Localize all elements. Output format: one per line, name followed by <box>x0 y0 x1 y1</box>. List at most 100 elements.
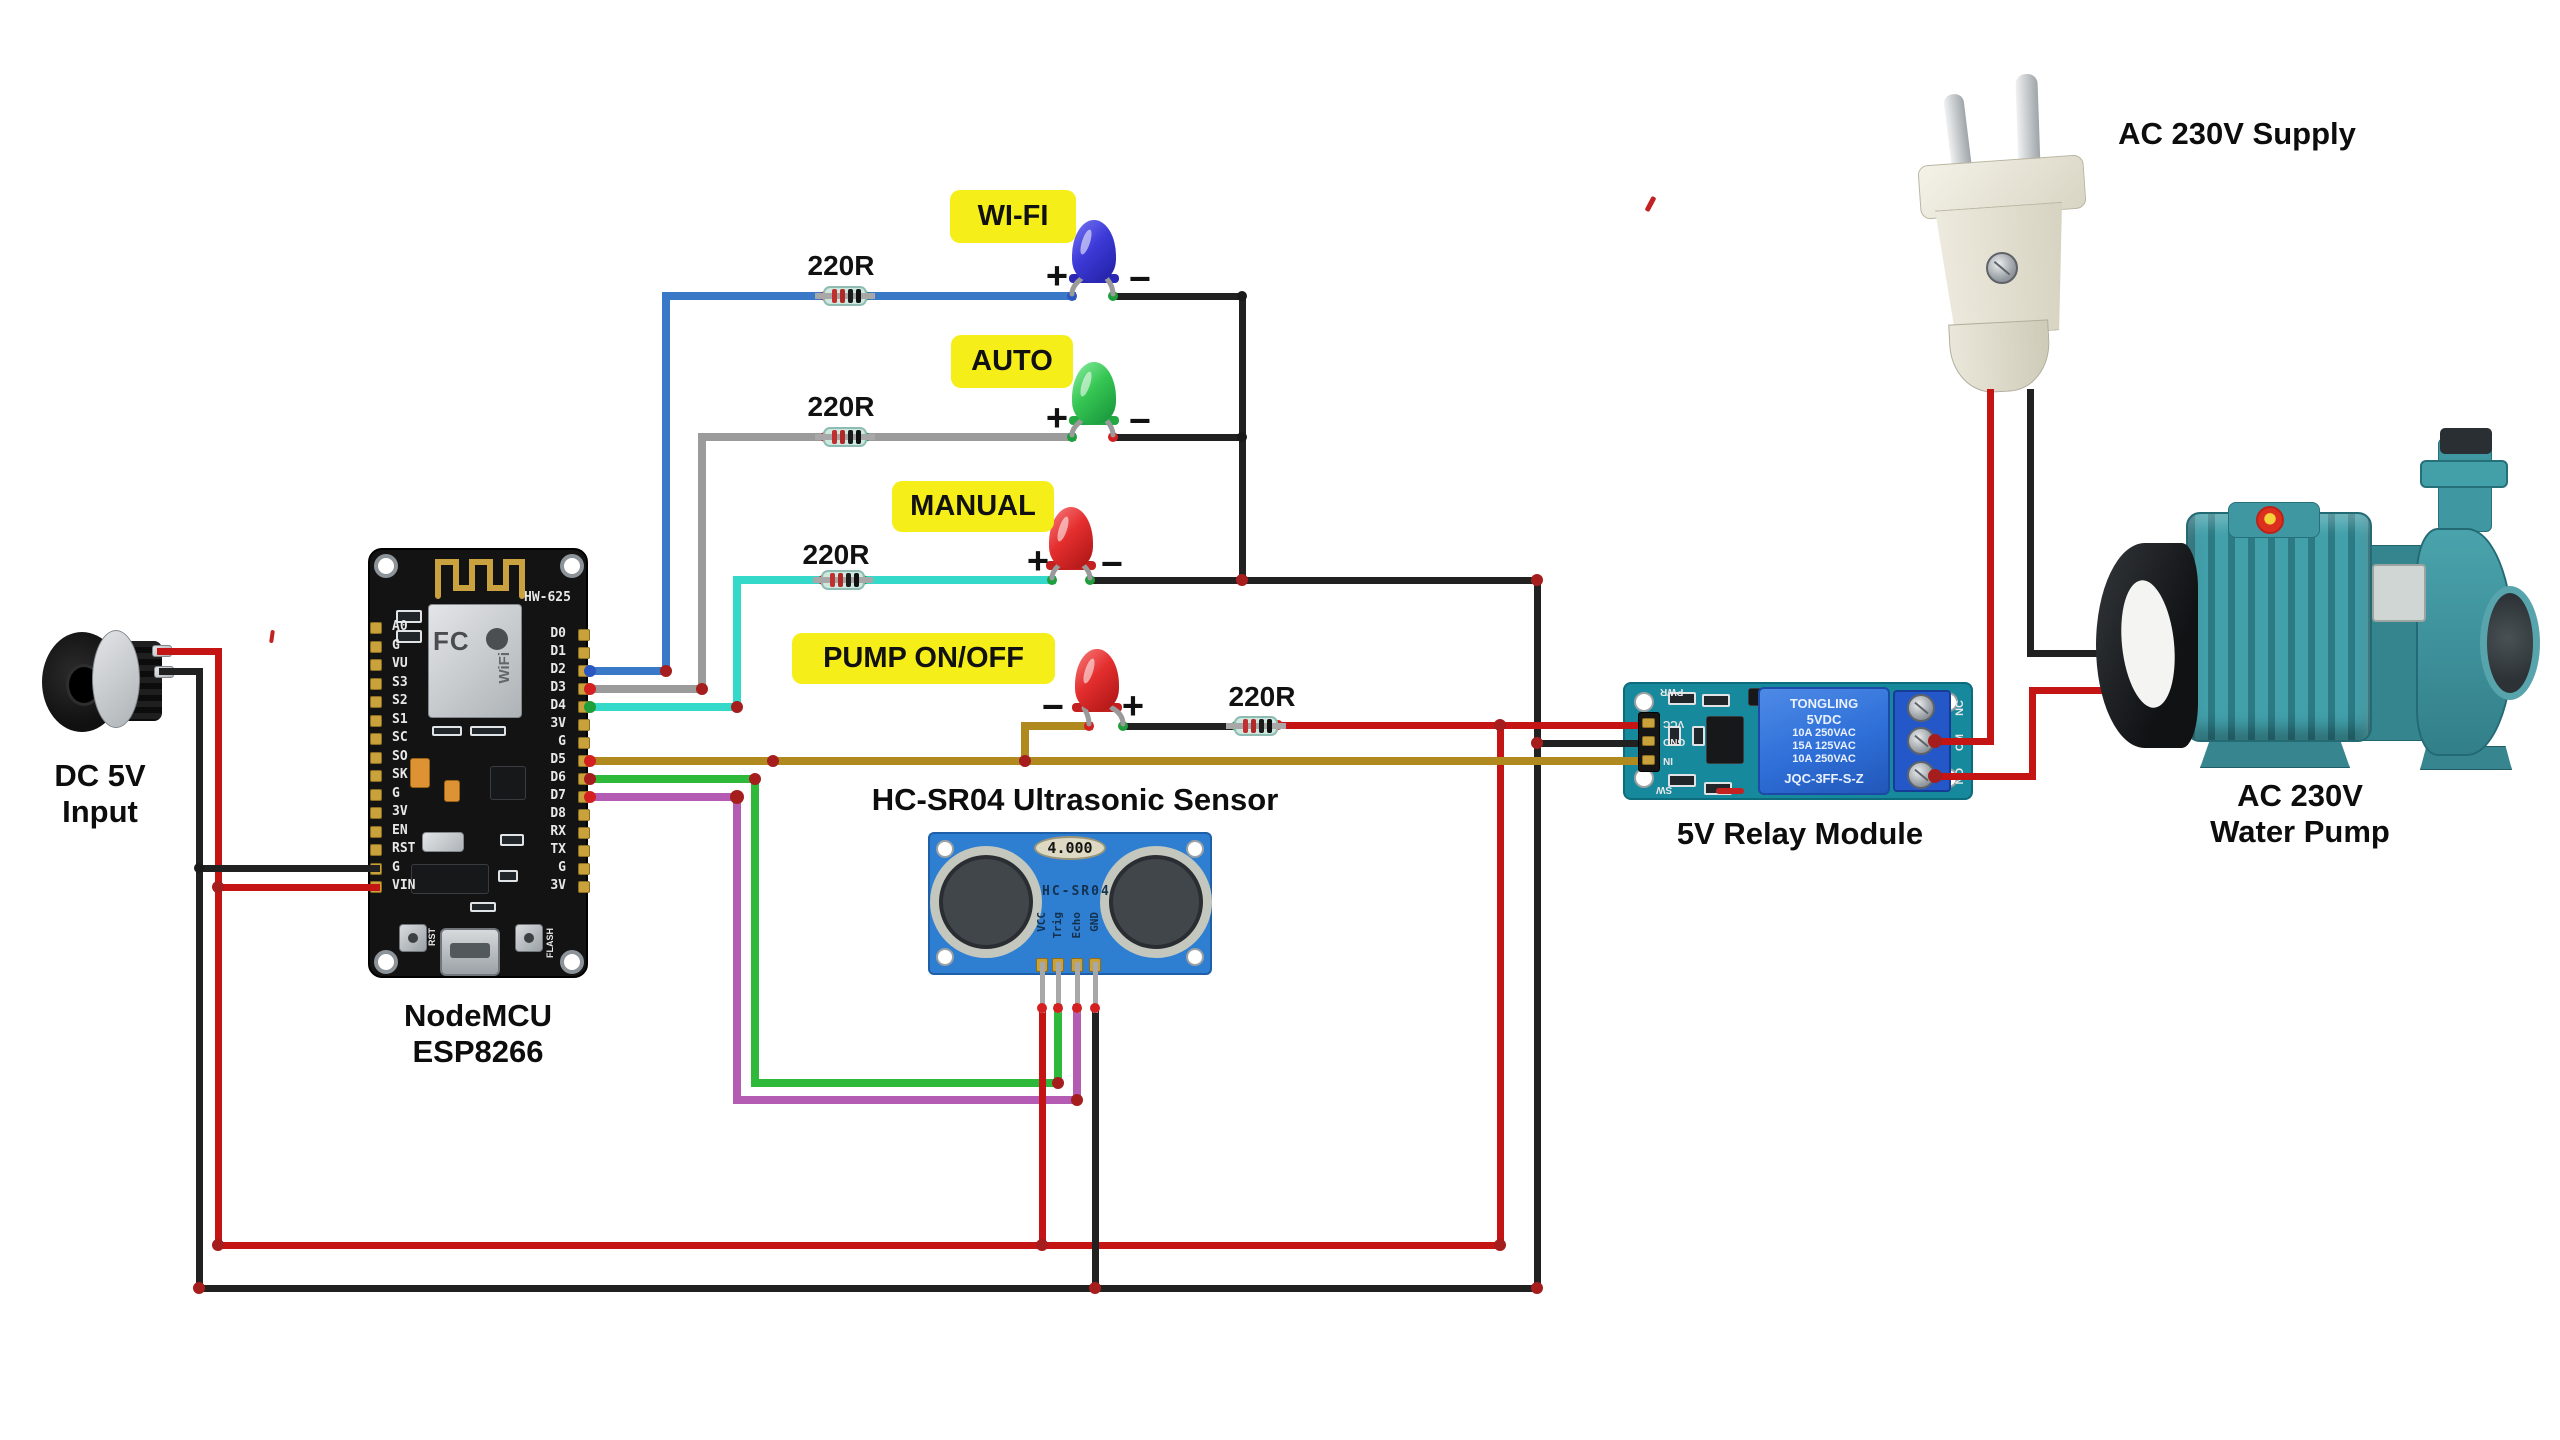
esp-logo-dot <box>486 628 508 650</box>
junction-dot <box>1494 1239 1506 1251</box>
junction-dot <box>212 1239 224 1251</box>
relay-cube-text: JQC-3FF-S-Z <box>1784 771 1864 786</box>
nodemcu-pin-label-right: D4 <box>550 698 566 713</box>
nodemcu-pin-label-right: RX <box>550 824 566 839</box>
esp-shield <box>428 604 522 718</box>
relay-cube-text: 5VDC <box>1806 712 1842 727</box>
relay-component <box>1706 716 1744 764</box>
sensor-transducer-right <box>1100 846 1212 958</box>
junction-dot <box>1071 1094 1083 1106</box>
wire-gray-d3-a <box>586 685 706 693</box>
relay-pin <box>1642 736 1655 746</box>
nodemcu-pin-label-left: G <box>392 637 400 653</box>
relay-component <box>1692 726 1705 746</box>
sensor-mount-hole <box>1186 840 1204 858</box>
resistor-band <box>846 573 851 587</box>
nodemcu-pin-label-right: G <box>558 734 566 749</box>
nodemcu-pin-label-right: 3V <box>550 716 566 731</box>
wire-green-d6 <box>586 775 759 783</box>
nodemcu-mount-hole <box>560 950 584 974</box>
nodemcu-pad-right <box>578 719 590 731</box>
nodemcu-pin-label-left: S2 <box>392 693 408 708</box>
pump-port <box>2480 586 2540 700</box>
resistor-label: 220R <box>1228 681 1296 712</box>
nodemcu-component <box>498 870 518 882</box>
polarity-sign: − <box>1128 400 1152 443</box>
wire-black-relay-gnd <box>1533 739 1656 747</box>
sensor-chip-label: HC-SR04 <box>1042 884 1111 899</box>
junction-dot <box>1053 1003 1063 1013</box>
relay-component <box>1668 692 1696 705</box>
wire-cyan-d4-a <box>733 576 827 584</box>
wire-black-gnd-branch <box>195 864 380 872</box>
junction-dot <box>1052 1077 1064 1089</box>
wire-red-main <box>156 647 222 655</box>
wire-blue-d2-b <box>861 292 1076 300</box>
nodemcu-pin-label-right: TX <box>550 842 566 857</box>
nodemcu-pin-label-left: SC <box>392 730 408 745</box>
nodemcu-pin-label-left: G <box>392 785 400 801</box>
wire-red-plug-com <box>1931 737 1994 745</box>
wire-green-d6 <box>1054 1004 1062 1087</box>
wire-black-plug-pump <box>2026 649 2104 657</box>
resistor-label: 220R <box>807 391 875 422</box>
resistor-res-auto <box>815 427 875 447</box>
sensor-mount-hole <box>936 948 954 966</box>
wire-red-no-pump <box>2028 686 2104 694</box>
wire-purple-d7 <box>733 793 741 1104</box>
junction-dot <box>1928 769 1942 783</box>
nodemcu-pin-label-left: VIN <box>392 878 416 893</box>
junction-dot <box>1090 1003 1100 1013</box>
resistor-band <box>840 289 845 303</box>
wire-cyan-d4-a <box>733 576 741 711</box>
wire-gray-d3-a <box>698 433 706 693</box>
caption-nodemcu: NodeMCU ESP8266 <box>403 998 553 1069</box>
nodemcu-component <box>470 902 496 912</box>
junction-dot <box>1237 291 1247 301</box>
wire-red-plug-com <box>1986 388 1994 745</box>
nodemcu-pad-right <box>578 881 590 893</box>
resistor-band <box>830 573 835 587</box>
led-manual <box>1049 507 1093 569</box>
caption-ac-supply: AC 230V Supply <box>2118 116 2356 151</box>
polarity-sign: − <box>1100 543 1124 586</box>
nodemcu-pad-left <box>370 751 382 764</box>
relay-cube-text: 15A 125VAC <box>1792 740 1856 752</box>
sensor-crystal: 4.000 <box>1034 836 1106 860</box>
wire-gray-d3-b <box>861 433 1076 441</box>
wire-red-main <box>214 647 222 1249</box>
nodemcu-pin-label-left: A0 <box>392 619 408 634</box>
junction-dot <box>212 881 224 893</box>
pump-motor-body <box>2186 512 2372 742</box>
relay-pin <box>1642 718 1655 728</box>
wire-black-main <box>1086 576 1541 584</box>
relay-component <box>1716 788 1744 794</box>
badge-manual: MANUAL <box>892 481 1054 532</box>
nodemcu-pin-label-right: D0 <box>550 626 566 641</box>
resistor-res-manual <box>813 570 873 590</box>
relay-cube-text: TONGLING <box>1789 696 1859 711</box>
wire-black-main <box>195 1284 1541 1292</box>
junction-dot <box>1037 1003 1047 1013</box>
wire-olive-d5-main <box>586 757 1656 765</box>
junction-dot <box>584 791 596 803</box>
nodemcu-component <box>396 610 422 623</box>
nodemcu-pad-right <box>578 863 590 875</box>
wire-stub-vcc <box>1039 961 1045 1013</box>
wire-stub-echo <box>1074 961 1080 1013</box>
resistor-band <box>848 430 853 444</box>
junction-dot <box>1531 737 1543 749</box>
nodemcu-component <box>411 864 489 894</box>
badge-wifi: WI-FI <box>950 190 1076 243</box>
resistor-band <box>848 289 853 303</box>
resistor-band <box>1267 719 1272 733</box>
nodemcu-component <box>396 630 422 643</box>
nodemcu-pin-label-right: D7 <box>550 788 566 803</box>
relay-component <box>1668 774 1696 787</box>
nodemcu-pad-left <box>370 733 382 745</box>
caption-water-pump: AC 230V Water Pump <box>2210 778 2390 849</box>
junction-dot <box>696 683 708 695</box>
nodemcu-pin-label-left: S1 <box>392 711 408 727</box>
led-auto-leg-a <box>1069 418 1084 438</box>
nodemcu-pad-right <box>578 647 590 659</box>
